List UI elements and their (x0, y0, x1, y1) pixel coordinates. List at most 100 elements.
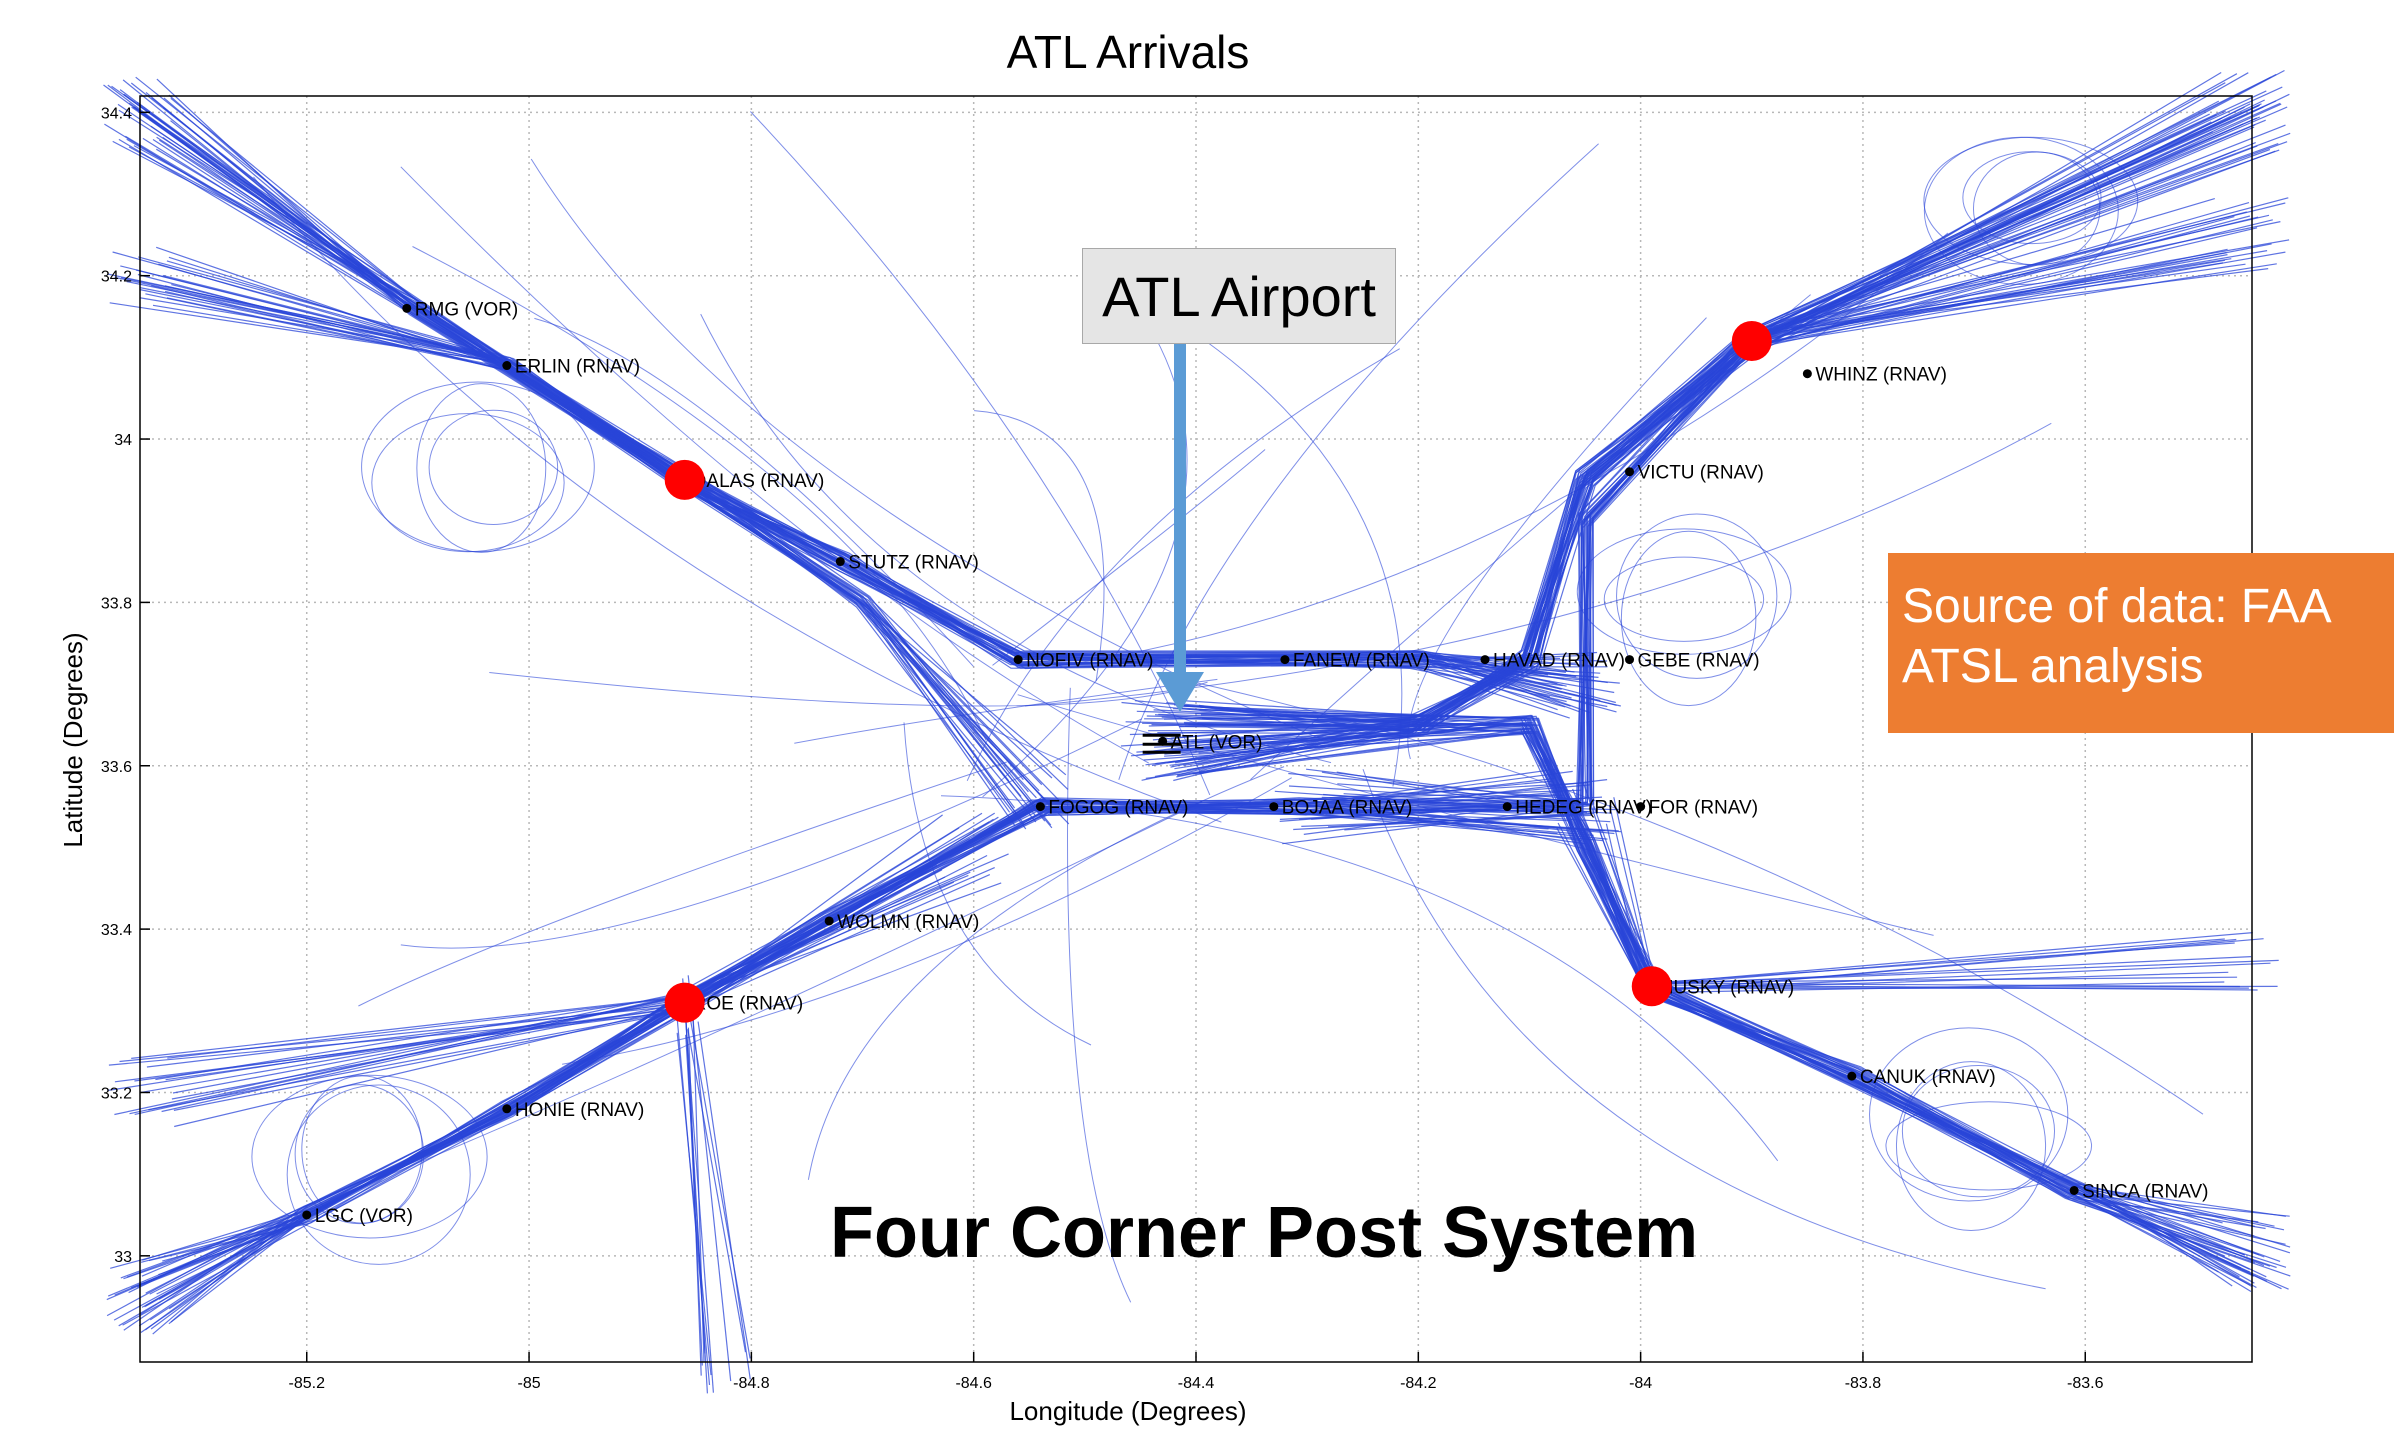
waypoint-label: HUSKY (RNAV) (1660, 977, 1794, 998)
holding-pattern (301, 1075, 423, 1224)
waypoint-label: ATL (VOR) (1171, 732, 1263, 753)
waypoint-marker (502, 361, 512, 371)
flight-track (141, 770, 1573, 1308)
waypoint-label: SINCA (RNAV) (2082, 1181, 2208, 1202)
four-corner-post-caption: Four Corner Post System (830, 1193, 1699, 1273)
waypoint-marker (824, 916, 834, 926)
flight-track (1204, 339, 1403, 787)
corner-posts (664, 321, 1772, 1023)
flight-track (1179, 76, 2272, 731)
x-tick-label: -84.8 (733, 1375, 770, 1392)
waypoint-label: FOGOG (RNAV) (1048, 798, 1188, 819)
waypoints: RMG (VOR)ERLIN (RNAV)DALAS (RNAV)STUTZ (… (302, 299, 2208, 1227)
x-tick-label: -83.6 (2067, 1375, 2104, 1392)
flight-track (1250, 294, 1811, 780)
flight-track (1024, 422, 2052, 707)
holding-pattern (1962, 151, 2102, 245)
holding-pattern (1895, 1061, 2047, 1232)
x-tick-label: -84.4 (1178, 1375, 1215, 1392)
y-tick-label: 33.4 (101, 922, 132, 939)
flight-track (1407, 317, 1707, 760)
flight-track (1152, 106, 2245, 741)
flight-track (170, 97, 1562, 690)
waypoint-marker (1802, 369, 1812, 379)
waypoint-marker (402, 303, 412, 313)
flight-track (489, 672, 1208, 707)
waypoint-label: HAVAD (RNAV) (1493, 651, 1625, 672)
flight-track (1301, 248, 2228, 827)
waypoint-label: HONIE (RNAV) (515, 1100, 644, 1121)
flight-track (1279, 259, 2226, 820)
corner-post-marker (664, 982, 705, 1023)
x-tick-label: -83.8 (1845, 1375, 1882, 1392)
flight-track (162, 136, 1615, 694)
waypoint-marker (1035, 802, 1045, 812)
y-tick-label: 33.6 (101, 759, 132, 776)
y-tick-label: 34 (114, 432, 132, 449)
waypoint-label: STUTZ (RNAV) (848, 553, 979, 574)
waypoint-marker (302, 1210, 312, 1220)
waypoint-label: NOFIV (RNAV) (1026, 651, 1153, 672)
holding-pattern (294, 1084, 425, 1225)
flight-track (118, 138, 1561, 670)
holding-pattern (251, 1074, 488, 1239)
data-source-callout: Source of data: FAA ATSL analysis (1888, 553, 2394, 733)
waypoint-label: BOJAA (RNAV) (1282, 798, 1413, 819)
waypoint-label: VICTU (RNAV) (1638, 463, 1764, 484)
flight-track (1118, 143, 1599, 780)
flight-track (940, 795, 1779, 1162)
waypoint-label: CANUK (RNAV) (1860, 1067, 1996, 1088)
holding-pattern (1616, 513, 1778, 679)
waypoint-label: LGC (VOR) (315, 1206, 413, 1227)
flight-track (992, 449, 1266, 666)
waypoint-label: HEDEG (RNAV) (1515, 798, 1652, 819)
waypoint-label: ERLIN (RNAV) (515, 357, 640, 378)
waypoint-label: RMG (VOR) (415, 299, 518, 320)
flight-tracks (103, 69, 2291, 1394)
waypoint-label: FOR (RNAV) (1649, 798, 1758, 819)
flight-track (1167, 676, 2204, 1115)
x-tick-label: -84 (1629, 1375, 1652, 1392)
x-axis-label: Longitude (Degrees) (1009, 1396, 1246, 1426)
flight-track (700, 313, 1332, 764)
waypoint-marker (502, 1104, 512, 1114)
waypoint-label: WOLMN (RNAV) (837, 912, 979, 933)
flight-track (682, 978, 714, 1393)
flight-track (974, 410, 1105, 682)
airport-arrow (1156, 344, 1204, 712)
x-tick-label: -85 (517, 1375, 540, 1392)
waypoint-marker (1013, 655, 1023, 665)
holding-pattern (1576, 528, 1792, 655)
flight-track (253, 176, 1222, 823)
corner-post-marker (1631, 966, 1672, 1007)
flight-track (794, 678, 1218, 744)
holding-pattern (428, 409, 559, 526)
waypoint-label: WHINZ (RNAV) (1815, 365, 1947, 386)
holding-pattern (1901, 1065, 2056, 1198)
waypoint-label: GEBE (RNAV) (1638, 651, 1760, 672)
waypoint-marker (1847, 1071, 1857, 1081)
flight-track (534, 317, 974, 667)
y-tick-label: 33.2 (101, 1085, 132, 1102)
waypoint-marker (1636, 802, 1646, 812)
waypoint-marker (2069, 1185, 2079, 1195)
waypoint-marker (1280, 655, 1290, 665)
x-tick-label: -84.2 (1400, 1375, 1437, 1392)
holding-pattern (361, 381, 595, 553)
atl-airport-callout: ATL Airport (1082, 248, 1396, 344)
flight-track (119, 89, 1601, 701)
y-tick-label: 33 (114, 1249, 132, 1266)
flight-track (412, 246, 987, 741)
waypoint-marker (1269, 802, 1279, 812)
holding-pattern (1923, 136, 2119, 285)
flight-track (329, 801, 1203, 1200)
flight-track (530, 158, 1323, 741)
y-tick-label: 34.4 (101, 105, 132, 122)
holding-pattern (286, 1084, 471, 1265)
flight-track (684, 986, 751, 1359)
waypoint-label: FANEW (RNAV) (1293, 651, 1430, 672)
flight-track (1276, 251, 2286, 804)
flight-track (1067, 687, 1132, 1303)
x-tick-label: -84.6 (955, 1375, 992, 1392)
